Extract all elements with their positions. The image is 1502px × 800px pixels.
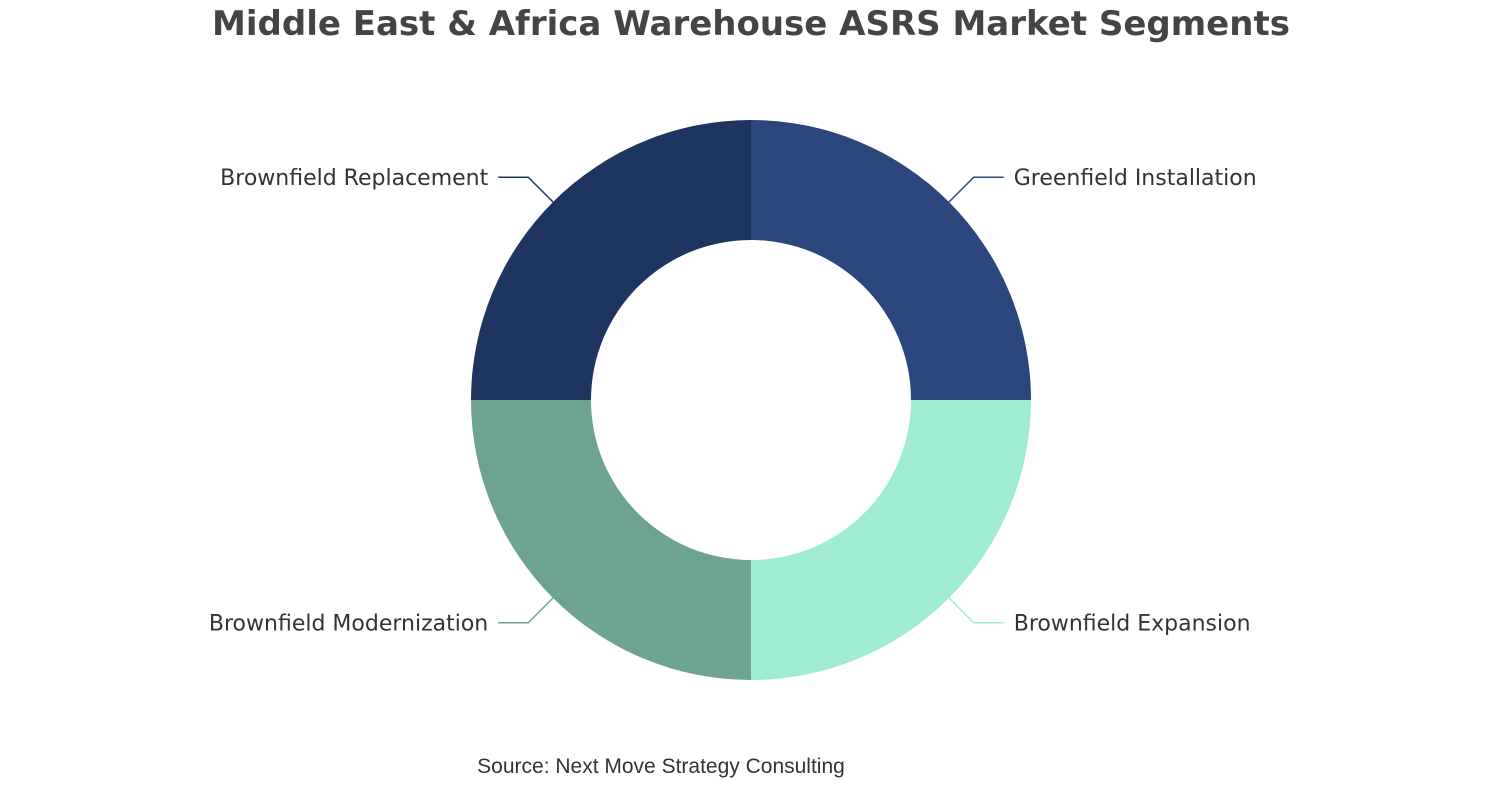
leader-line-brownfield-modernization — [498, 597, 554, 624]
slice-label-brownfield-replacement: Brownfield Replacement — [220, 166, 488, 191]
slice-brownfield-expansion[interactable] — [751, 400, 1031, 680]
slice-brownfield-replacement[interactable] — [471, 120, 751, 400]
slices-group — [471, 120, 1031, 680]
leader-line-brownfield-replacement — [498, 176, 554, 203]
leader-line-greenfield-installation — [948, 176, 1004, 203]
chart-title: Middle East & Africa Warehouse ASRS Mark… — [212, 4, 1290, 44]
source-note: Source: Next Move Strategy Consulting — [477, 755, 845, 778]
slice-label-brownfield-expansion: Brownfield Expansion — [1014, 611, 1251, 636]
leader-line-brownfield-expansion — [948, 597, 1004, 624]
leader-lines-group — [498, 176, 1004, 624]
slice-label-greenfield-installation: Greenfield Installation — [1014, 166, 1257, 191]
slice-brownfield-modernization[interactable] — [471, 400, 751, 680]
slice-greenfield-installation[interactable] — [751, 120, 1031, 400]
slice-label-brownfield-modernization: Brownfield Modernization — [209, 611, 488, 636]
